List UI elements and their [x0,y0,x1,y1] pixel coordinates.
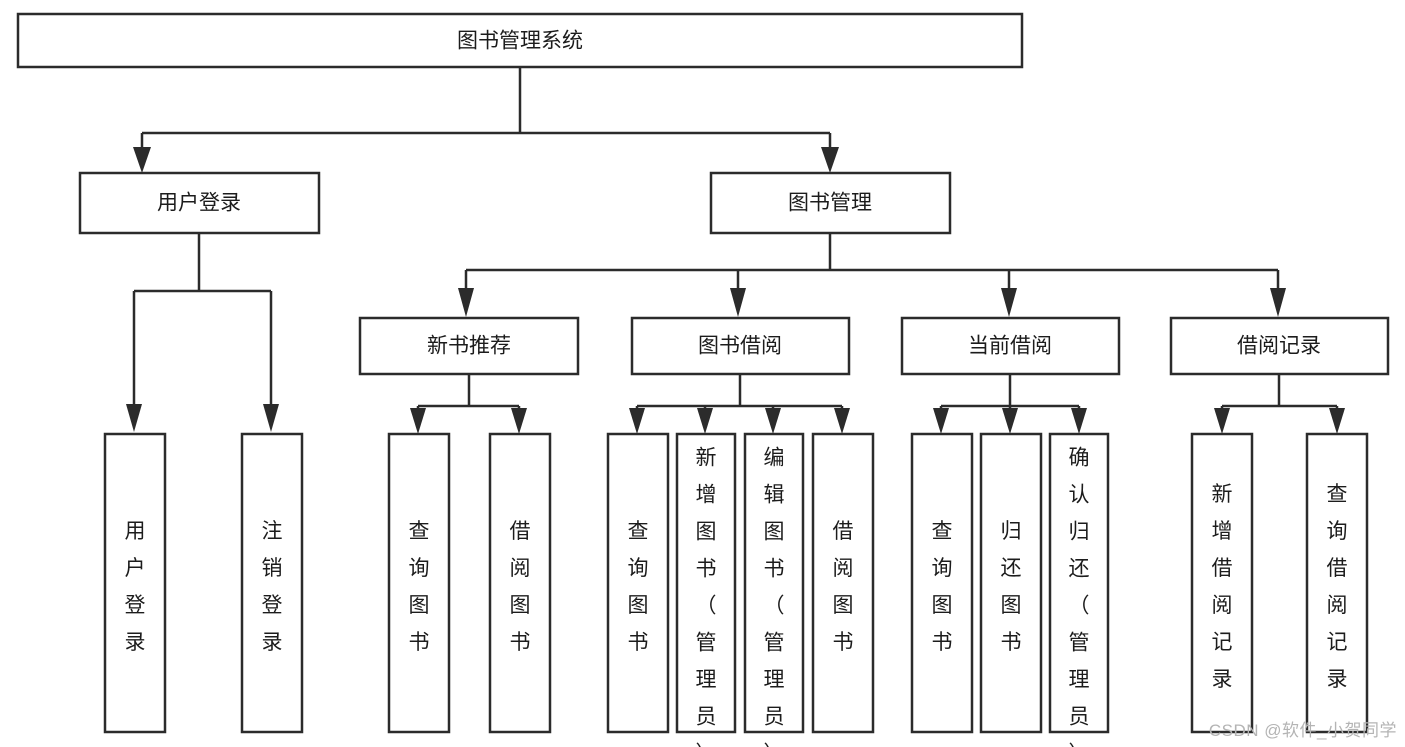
arrowhead-bookborrow-leaf-2 [697,408,713,434]
leaf-edit-book-admin-box [743,432,805,734]
arrowhead-new-book-rec [458,288,474,317]
arrowhead-bookborrow-leaf-1 [629,408,645,434]
leaf-current-query-book-box [910,432,974,734]
root-label: 图书管理系统 [457,30,583,53]
arrowhead-bookborrow-leaf-4 [834,408,850,434]
leaf-logout-label: 注销登录 [262,520,283,654]
leaf-return-book-box [979,432,1043,734]
borrow-record-label: 借阅记录 [1237,335,1321,358]
book-borrow-box [630,316,851,376]
node-leaf-borrow-book[interactable]: 借阅图书 [811,432,875,734]
user-login-box [78,171,321,235]
leaf-query-borrow-record-box [1305,432,1369,734]
leaf-logout-box [240,432,304,734]
arrowhead-borrowrecord-leaf-2 [1329,408,1345,434]
borrow-record-box [1169,316,1390,376]
arrowhead-bookborrow-leaf-3 [765,408,781,434]
leaf-borrow-query-book-box [606,432,670,734]
arrowhead-current-borrow [1001,288,1017,317]
node-user-login[interactable]: 用户登录 [78,171,321,235]
node-leaf-current-query-book[interactable]: 查询图书 [910,432,974,734]
leaf-newbook-query-book-label: 查询图书 [409,520,430,654]
node-book-management[interactable]: 图书管理 [709,171,952,235]
arrowhead-currentborrow-leaf-1 [933,408,949,434]
arrowhead-leaf-user-login [126,404,142,432]
leaf-borrow-book-box [811,432,875,734]
node-new-book-recommend[interactable]: 新书推荐 [358,316,580,376]
node-leaf-query-borrow-record[interactable]: 查询借阅记录 [1305,432,1369,734]
leaf-query-borrow-record-label: 查询借阅记录 [1327,483,1348,691]
node-root-system[interactable]: 图书管理系统 [16,12,1024,69]
arrowhead-newbook-leaf-1 [410,408,426,434]
node-leaf-borrow-query-book[interactable]: 查询图书 [606,432,670,734]
arrowhead-leaf-logout [263,404,279,432]
leaf-add-book-admin-box [675,432,737,734]
leaf-newbook-borrow-book-label: 借阅图书 [510,520,531,654]
leaf-add-borrow-record-box [1190,432,1254,734]
leaf-edit-book-admin-label: 编辑图书（管理员） [764,446,785,747]
arrowhead-book-mgmt [821,147,839,173]
arrowhead-user-login [133,147,151,173]
node-leaf-newbook-borrow-book[interactable]: 借阅图书 [488,432,552,734]
arrowhead-newbook-leaf-2 [511,408,527,434]
leaf-borrow-book-label: 借阅图书 [833,520,854,654]
leaf-user-login-box [103,432,167,734]
leaf-user-login-label: 用户登录 [125,520,146,654]
node-leaf-user-login[interactable]: 用户登录 [103,432,167,734]
leaf-newbook-borrow-book-box [488,432,552,734]
current-borrow-label: 当前借阅 [968,335,1052,358]
arrowhead-borrow-record [1270,288,1286,317]
node-leaf-logout[interactable]: 注销登录 [240,432,304,734]
node-borrow-record[interactable]: 借阅记录 [1169,316,1390,376]
new-book-recommend-label: 新书推荐 [427,335,511,358]
leaf-add-borrow-record-label: 新增借阅记录 [1212,483,1233,691]
leaf-return-book-label: 归还图书 [1001,520,1022,654]
leaf-borrow-query-book-label: 查询图书 [628,520,649,654]
user-login-label: 用户登录 [157,192,241,215]
arrowhead-book-borrow [730,288,746,317]
leaf-confirm-return-admin-box [1048,432,1110,734]
arrowhead-currentborrow-leaf-2 [1002,408,1018,434]
node-current-borrow[interactable]: 当前借阅 [900,316,1121,376]
book-management-label: 图书管理 [788,192,872,215]
root-box [16,12,1024,69]
leaf-add-book-admin-label: 新增图书（管理员） [696,446,717,747]
current-borrow-box [900,316,1121,376]
node-book-borrow[interactable]: 图书借阅 [630,316,851,376]
node-leaf-newbook-query-book[interactable]: 查询图书 [387,432,451,734]
node-leaf-add-borrow-record[interactable]: 新增借阅记录 [1190,432,1254,734]
node-leaf-return-book[interactable]: 归还图书 [979,432,1043,734]
node-leaf-confirm-return-admin[interactable]: 确认归还（管理员） [1048,432,1110,747]
leaf-confirm-return-admin-label: 确认归还（管理员） [1069,446,1090,747]
connector-layer [126,67,1345,434]
leaf-current-query-book-label: 查询图书 [932,520,953,654]
node-leaf-add-book-admin[interactable]: 新增图书（管理员） [675,432,737,747]
new-book-recommend-box [358,316,580,376]
book-management-box [709,171,952,235]
arrowhead-currentborrow-leaf-3 [1071,408,1087,434]
node-leaf-edit-book-admin[interactable]: 编辑图书（管理员） [743,432,805,747]
arrowhead-borrowrecord-leaf-1 [1214,408,1230,434]
leaf-newbook-query-book-box [387,432,451,734]
book-borrow-label: 图书借阅 [698,335,782,358]
